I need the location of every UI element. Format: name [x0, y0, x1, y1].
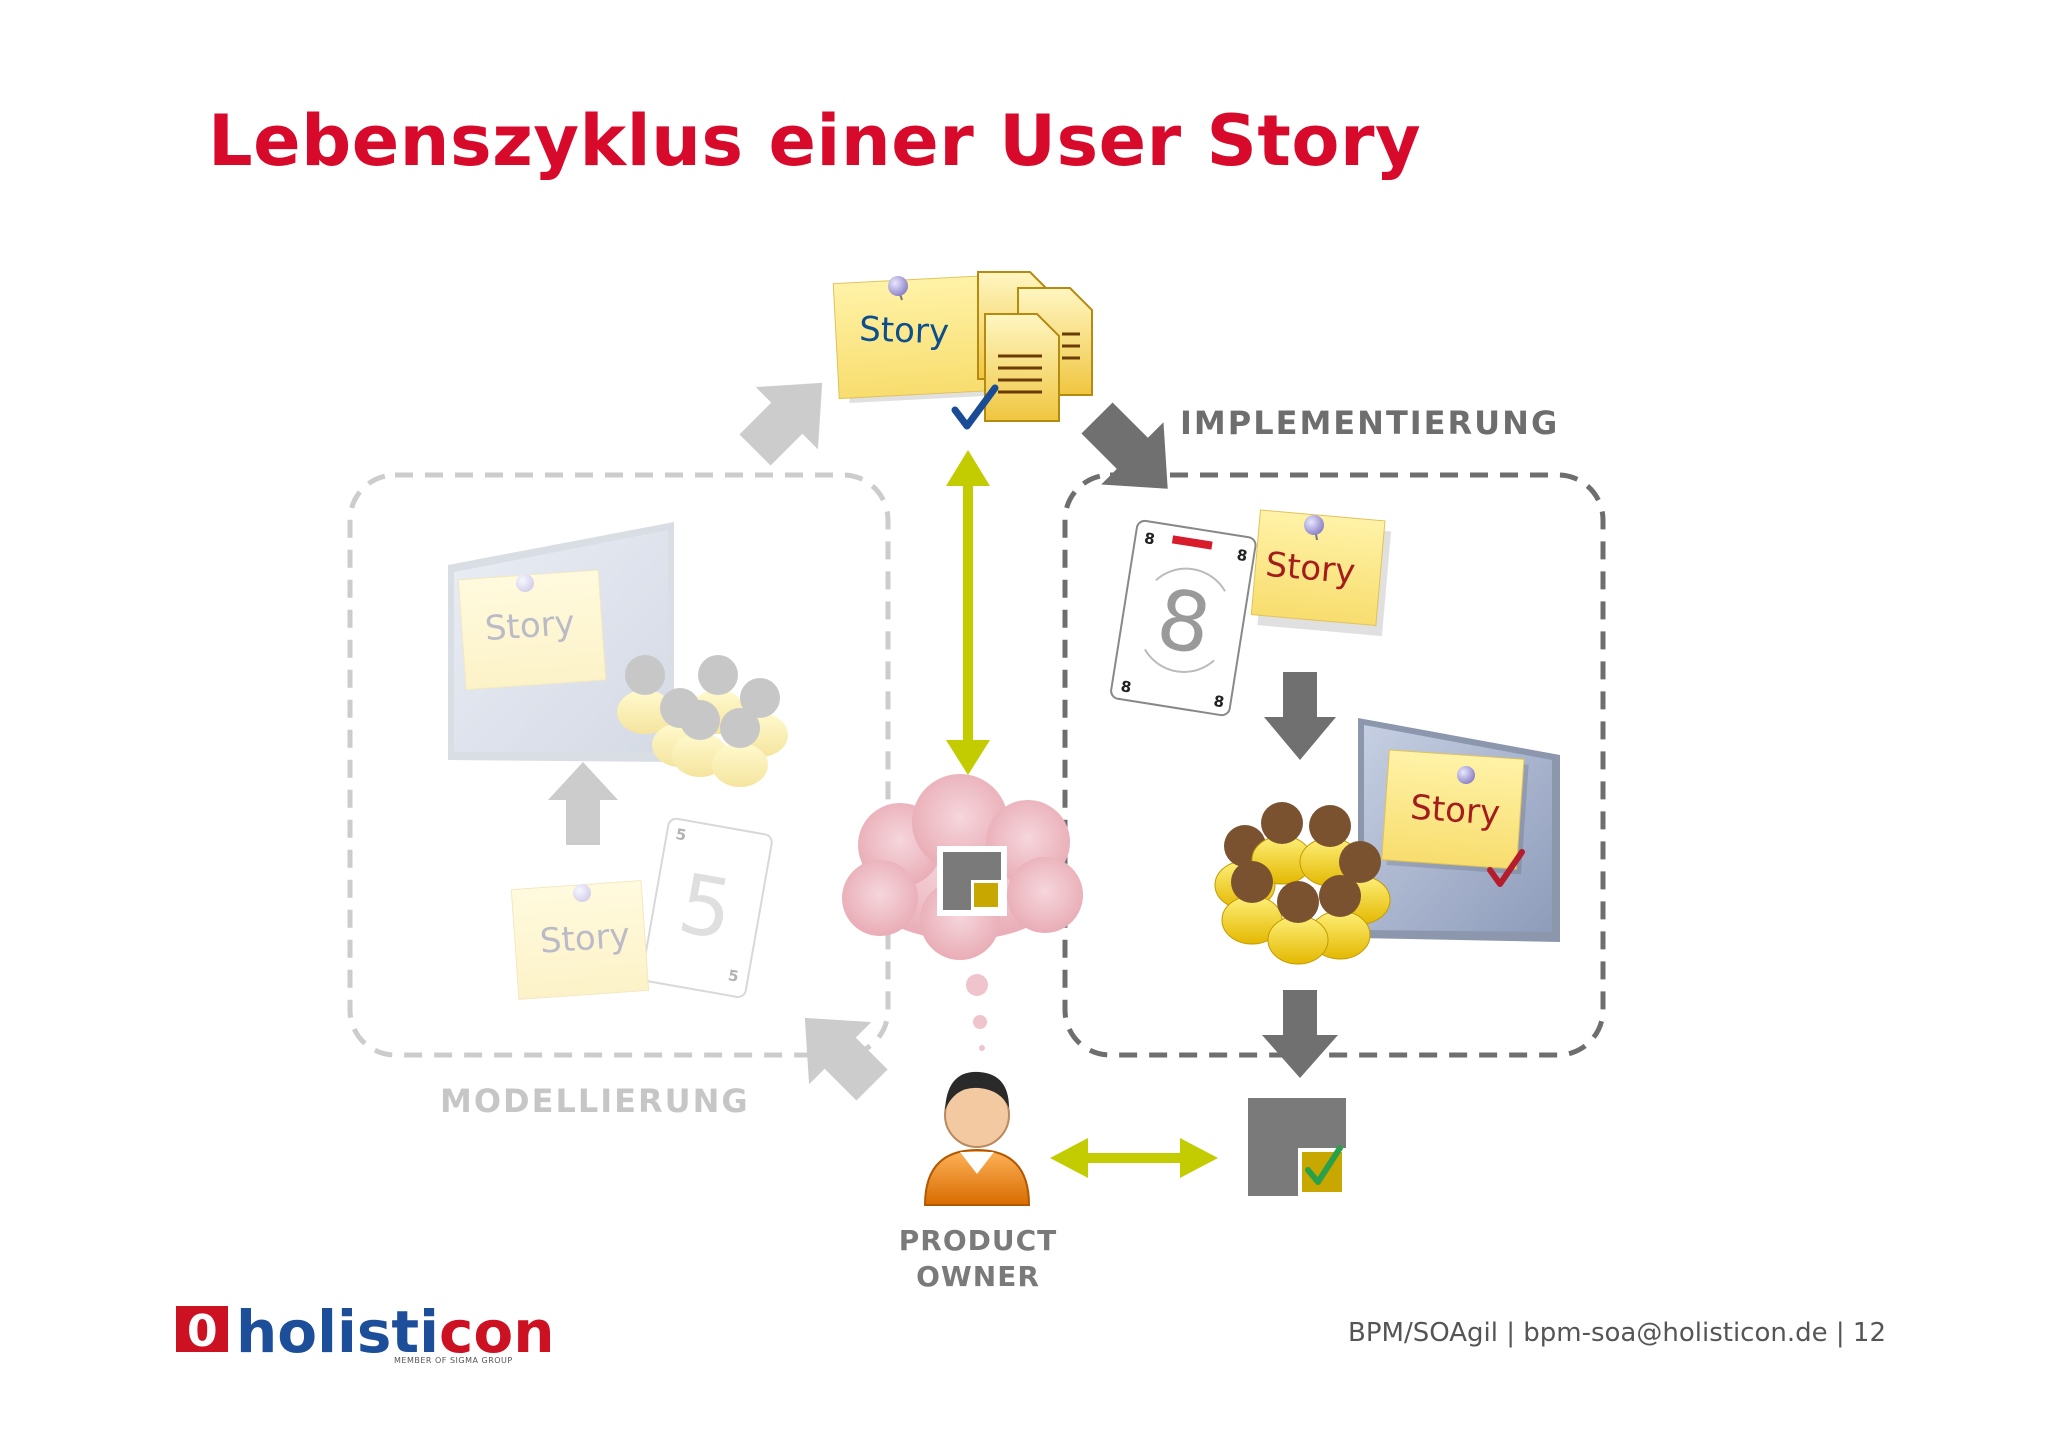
cloud-icon	[842, 774, 1083, 1051]
modellierung-label: MODELLIERUNG	[440, 1082, 750, 1120]
top-story-group: Story	[832, 271, 1093, 430]
implementierung-entry-arrow	[1081, 402, 1168, 489]
checkmark-icon	[951, 384, 999, 430]
svg-text:5: 5	[674, 825, 687, 845]
product-owner-label-line1: PRODUCT	[899, 1224, 1058, 1257]
holisticon-logo: 0 holisticon MEMBER OF SIGMA GROUP	[176, 1298, 555, 1366]
svg-text:0: 0	[187, 1306, 218, 1357]
footer-separator: |	[1827, 1318, 1853, 1348]
svg-text:8: 8	[1235, 546, 1248, 565]
svg-text:Story: Story	[1264, 545, 1357, 593]
svg-text:Story: Story	[1409, 788, 1501, 834]
footer-separator: |	[1497, 1318, 1524, 1348]
svg-text:8: 8	[1212, 692, 1225, 711]
svg-text:Story: Story	[484, 603, 576, 649]
pushpin-icon	[573, 884, 591, 902]
implementierung-card-note: Story	[1250, 509, 1392, 637]
checkmark-icon	[1487, 849, 1525, 887]
team-icon	[1214, 802, 1391, 965]
estimation-card-icon: 5 5 5	[641, 817, 773, 998]
implementierung-frame	[1062, 472, 1606, 1058]
estimation-card-icon: 8 8 8 8 8	[1110, 519, 1257, 717]
logo-wordmark: holisticon	[236, 1298, 555, 1366]
svg-text:8: 8	[1143, 529, 1156, 548]
modellierung-exit-arrow	[739, 382, 823, 466]
exit-down-arrow	[1262, 990, 1338, 1078]
top-story-note: Story	[832, 275, 990, 404]
modellierung-section: Story 5 5 5 Story	[347, 382, 891, 1101]
implementierung-board-note: Story	[1381, 749, 1529, 875]
footer-section: BPM/SOAgil	[1348, 1318, 1498, 1348]
pushpin-icon	[1457, 766, 1475, 784]
up-arrow	[548, 762, 618, 845]
pushpin-icon	[516, 574, 534, 592]
done-box-icon	[1248, 1098, 1346, 1196]
team-icon	[617, 655, 788, 787]
top-story-label: Story	[859, 309, 950, 352]
implementierung-label: IMPLEMENTIERUNG	[1180, 404, 1559, 442]
slide-title: Lebenszyklus einer User Story	[208, 100, 1422, 182]
down-arrow	[1264, 672, 1336, 760]
svg-text:5: 5	[727, 966, 740, 986]
vertical-double-arrow	[946, 450, 990, 775]
page-number: 12	[1852, 1318, 1887, 1348]
footer: BPM/SOAgil | bpm-soa@holisticon.de | 12	[1348, 1318, 1886, 1348]
modellierung-frame	[347, 472, 891, 1058]
implementierung-section: IMPLEMENTIERUNG 8 8 8 8 8 Story	[1062, 402, 1606, 1078]
modellierung-board-note: Story	[457, 569, 607, 691]
person-icon	[923, 1071, 1031, 1206]
horizontal-double-arrow	[1050, 1138, 1218, 1178]
pushpin-icon	[1304, 515, 1324, 541]
pushpin-icon	[888, 276, 908, 301]
footer-email: bpm-soa@holisticon.de	[1523, 1318, 1828, 1348]
logo-tagline: MEMBER OF SIGMA GROUP	[394, 1356, 513, 1365]
svg-text:Story: Story	[539, 916, 631, 962]
documents-icon	[977, 271, 1093, 422]
product-owner-label-line2: OWNER	[916, 1260, 1040, 1293]
checkmark-icon	[1305, 1145, 1343, 1185]
modellierung-card-note: Story	[510, 880, 650, 1000]
modellierung-entry-arrow	[804, 1017, 888, 1101]
svg-text:8: 8	[1119, 677, 1132, 696]
